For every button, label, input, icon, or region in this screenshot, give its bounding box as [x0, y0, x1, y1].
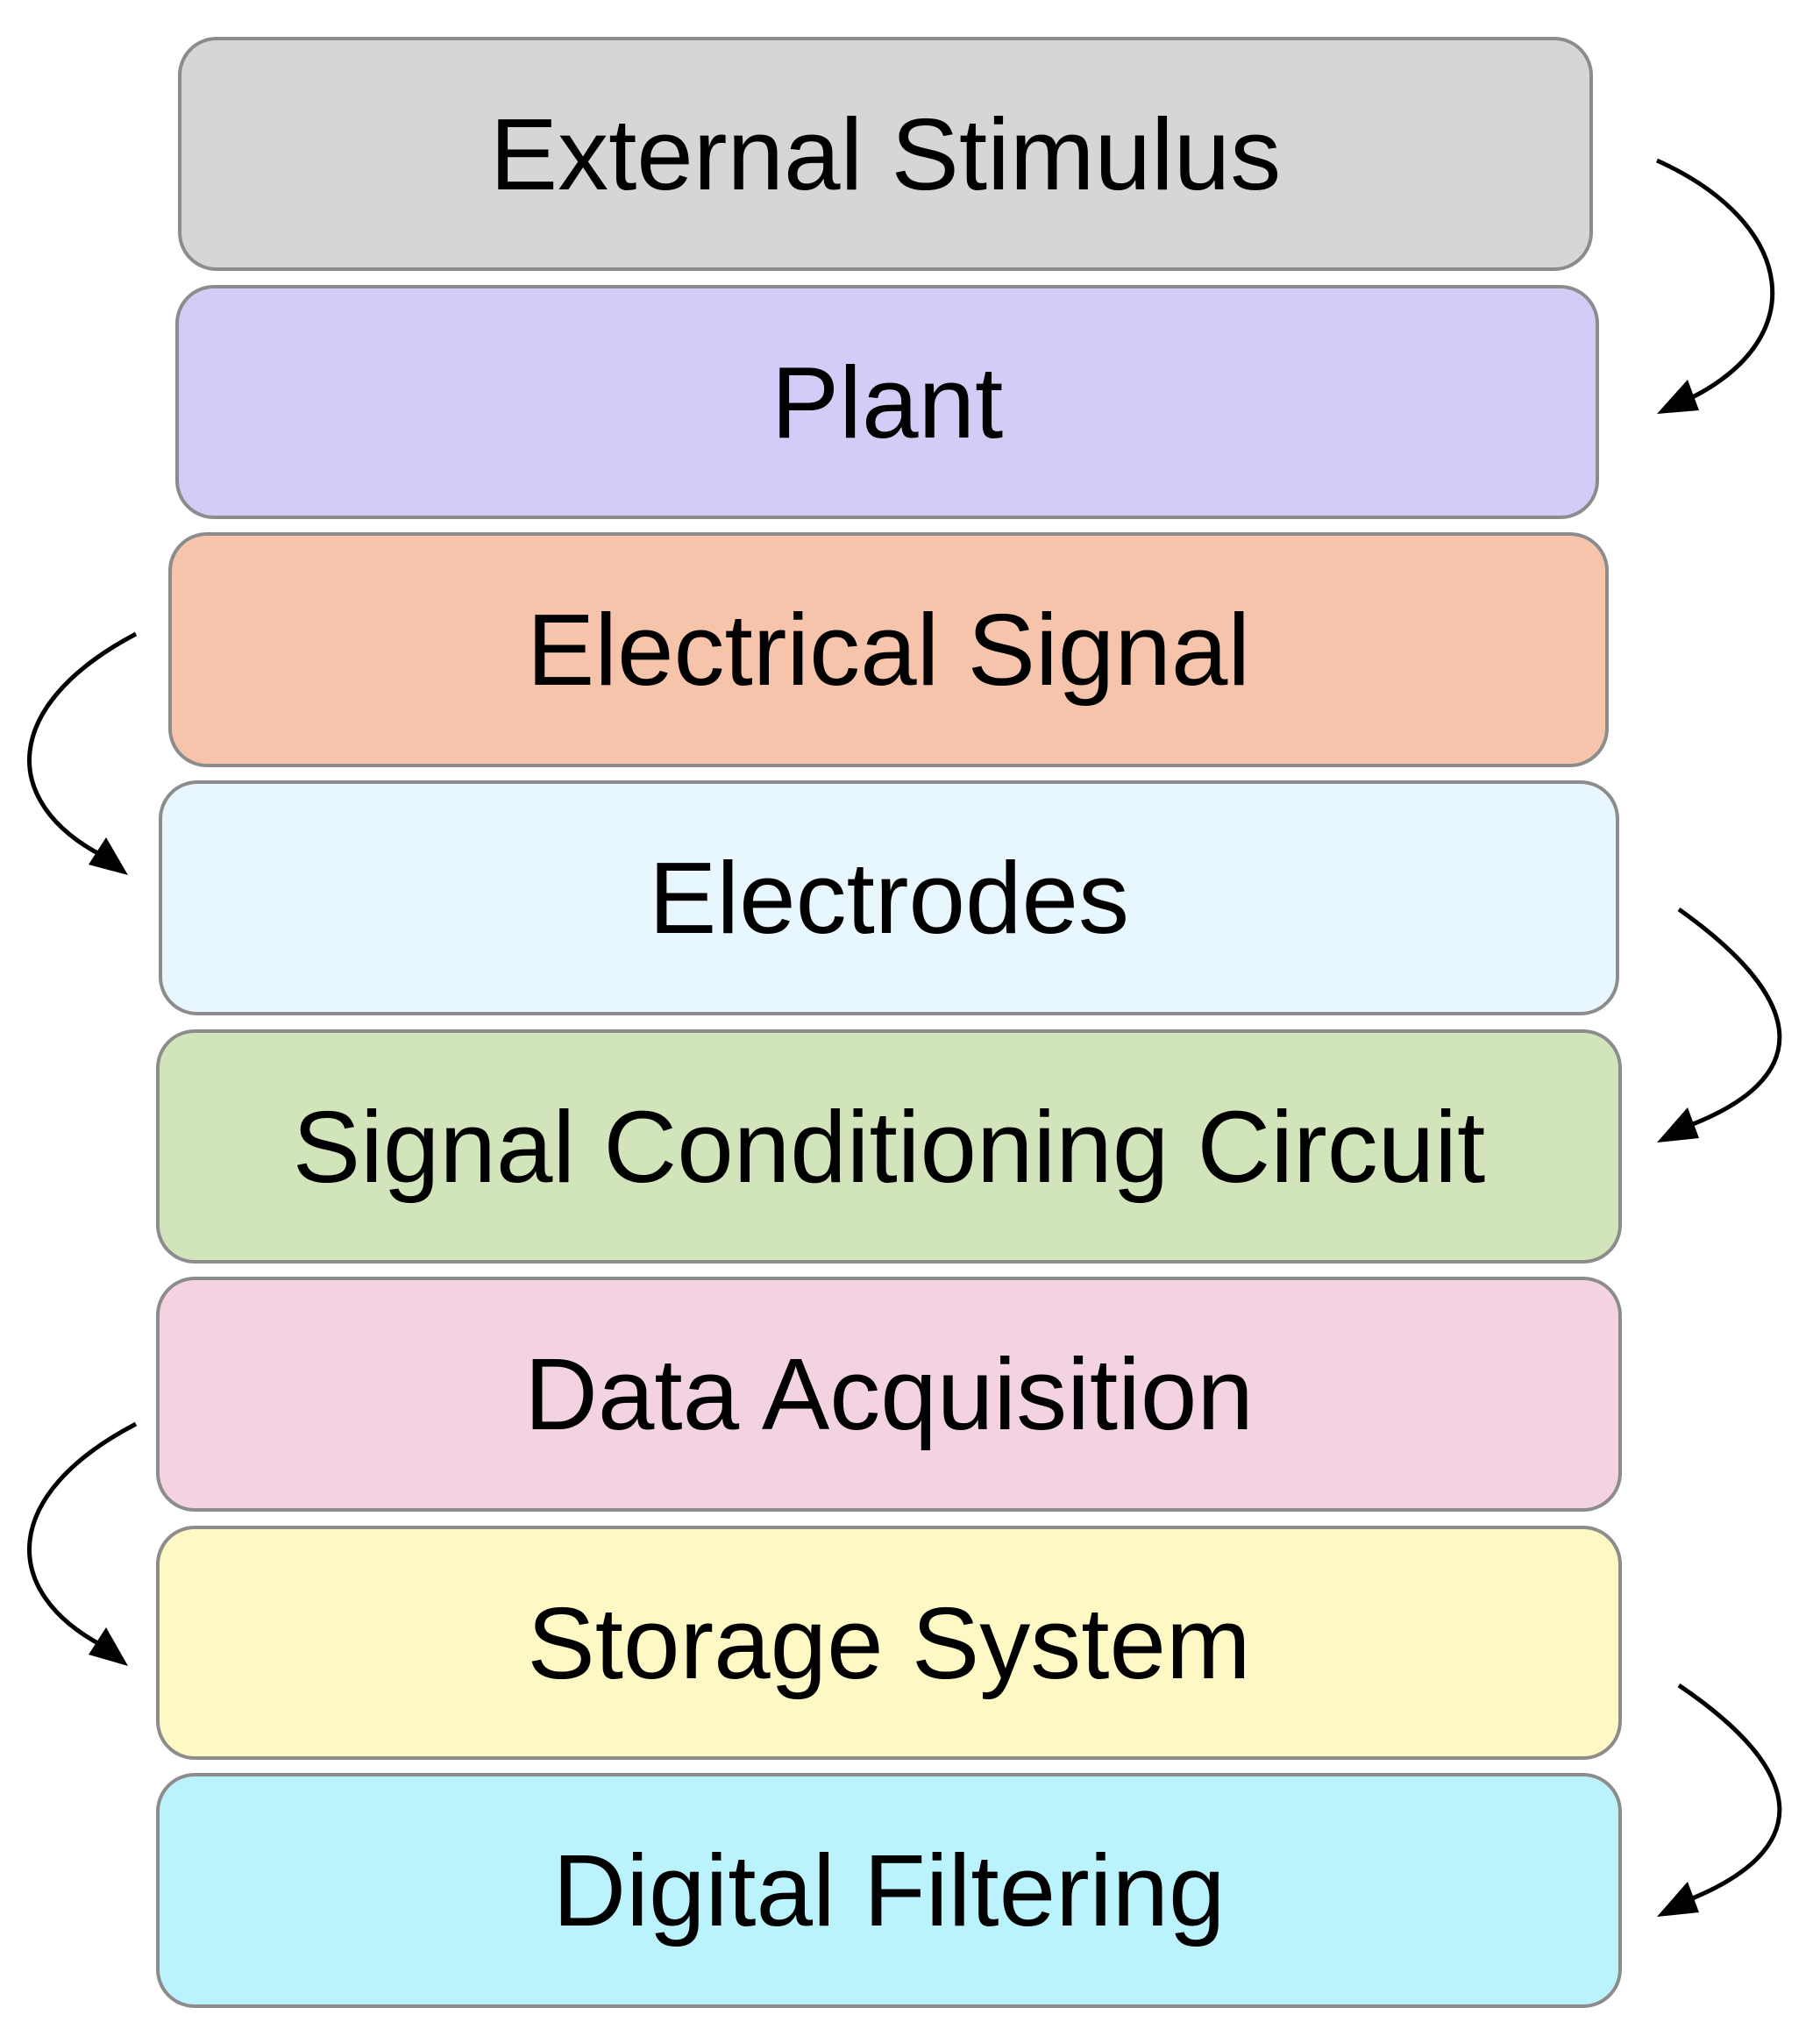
stage-label: Electrical Signal: [526, 593, 1251, 707]
stage-label: Data Acquisition: [524, 1337, 1254, 1451]
stage-signal-conditioning-circuit: Signal Conditioning Circuit: [156, 1029, 1622, 1264]
stage-label: Signal Conditioning Circuit: [292, 1089, 1486, 1204]
stage-label: Digital Filtering: [552, 1833, 1226, 1947]
stage-data-acquisition: Data Acquisition: [156, 1277, 1622, 1512]
arrow-acquisition-to-storage: [27, 1421, 138, 1666]
arrow-signal-to-electrodes: [27, 631, 138, 875]
arrow-storage-to-filtering: [1657, 1683, 1782, 1917]
stage-electrical-signal: Electrical Signal: [168, 532, 1609, 767]
stage-plant: Plant: [175, 285, 1599, 519]
stage-external-stimulus: External Stimulus: [178, 37, 1593, 271]
stage-digital-filtering: Digital Filtering: [156, 1773, 1622, 2008]
stage-label: Storage System: [527, 1585, 1251, 1700]
arrow-stimulus-to-plant: [1655, 158, 1775, 414]
stage-storage-system: Storage System: [156, 1526, 1622, 1760]
arrow-electrodes-to-conditioning: [1657, 907, 1782, 1143]
stage-label: Plant: [771, 345, 1004, 459]
stage-electrodes: Electrodes: [159, 780, 1619, 1015]
stage-label: Electrodes: [648, 841, 1130, 955]
stage-label: External Stimulus: [489, 96, 1282, 211]
